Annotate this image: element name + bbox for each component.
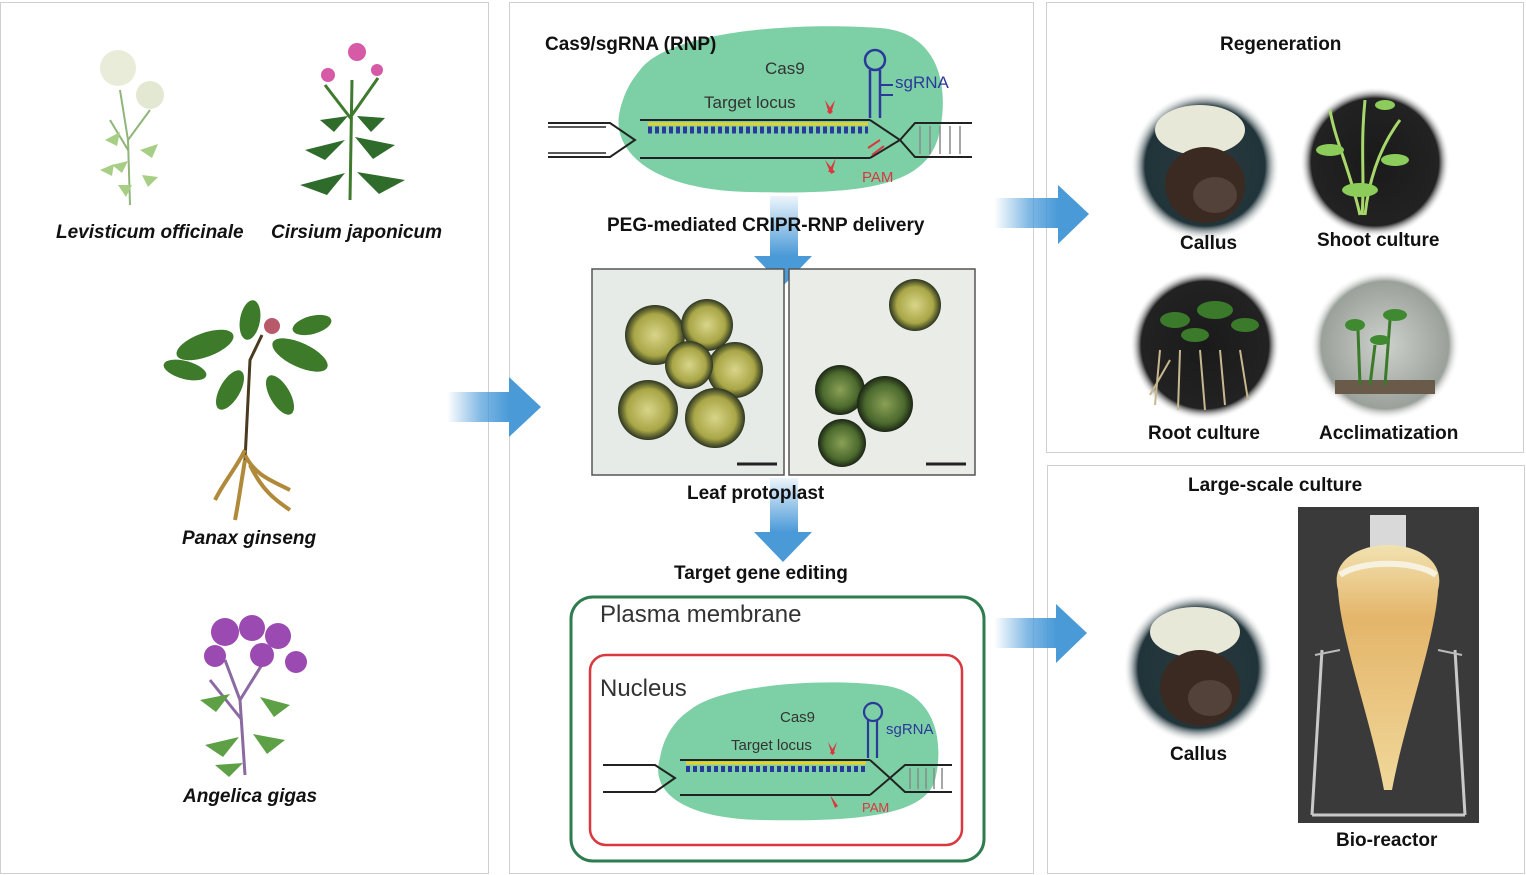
arrow-down-2 xyxy=(754,478,812,562)
large-scale-title: Large-scale culture xyxy=(1188,475,1363,496)
shoot-culture-label: Shoot culture xyxy=(1317,230,1440,251)
callus-photo xyxy=(1130,91,1280,241)
protoplast-label: Leaf protoplast xyxy=(687,483,825,504)
plant-label-angelica: Angelica gigas xyxy=(183,786,318,807)
editing-label: Target gene editing xyxy=(674,563,848,584)
panax-illustration xyxy=(163,300,332,521)
arrow-down-1 xyxy=(754,196,812,286)
cirsium-illustration xyxy=(300,43,405,201)
delivery-label: PEG-mediated CRIPR-RNP delivery xyxy=(607,215,925,236)
species-panel xyxy=(0,2,489,874)
bioreactor-label: Bio-reactor xyxy=(1336,830,1438,851)
root-culture-photo xyxy=(1130,270,1280,420)
angelica-illustration xyxy=(200,615,307,777)
protoplast-image-right xyxy=(788,268,976,476)
sgrna-label-2: sgRNA xyxy=(886,721,934,738)
cas9-label-2: Cas9 xyxy=(780,709,815,726)
plant-label-cirsium: Cirsium japonicum xyxy=(271,222,443,243)
nucleus-label: Nucleus xyxy=(600,675,687,702)
acclimatization-photo xyxy=(1310,270,1460,420)
shoot-culture-photo xyxy=(1300,87,1450,237)
cell-diagram: Plasma membrane Nucleus Cas9 sgRNA Targe… xyxy=(569,595,986,863)
callus-label: Callus xyxy=(1180,233,1238,254)
bioreactor-photo xyxy=(1298,507,1479,823)
plant-label-levisticum: Levisticum officinale xyxy=(56,222,244,243)
pam-label-2: PAM xyxy=(862,800,889,815)
regeneration-title: Regeneration xyxy=(1220,34,1342,55)
arrow-editing-to-largescale xyxy=(994,604,1087,663)
plasma-membrane-label: Plasma membrane xyxy=(600,601,801,628)
cas9-label: Cas9 xyxy=(765,59,805,78)
arrow-species-to-editing xyxy=(447,377,541,437)
rnp-diagram: Cas9 sgRNA Target locus PAM xyxy=(548,26,972,193)
arrow-editing-to-regeneration xyxy=(994,185,1089,244)
plant-label-panax: Panax ginseng xyxy=(182,528,317,549)
callus-label-2: Callus xyxy=(1170,744,1228,765)
levisticum-illustration xyxy=(100,50,164,206)
target-locus-label-2: Target locus xyxy=(731,737,812,754)
pam-label: PAM xyxy=(862,169,893,186)
target-locus-label: Target locus xyxy=(704,93,796,112)
root-culture-label: Root culture xyxy=(1148,423,1260,444)
callus-photo-2 xyxy=(1123,593,1273,743)
rnp-title: Cas9/sgRNA (RNP) xyxy=(545,34,717,55)
protoplast-image-left xyxy=(591,268,785,476)
acclimatization-label: Acclimatization xyxy=(1319,423,1459,444)
sgrna-label: sgRNA xyxy=(895,73,950,92)
